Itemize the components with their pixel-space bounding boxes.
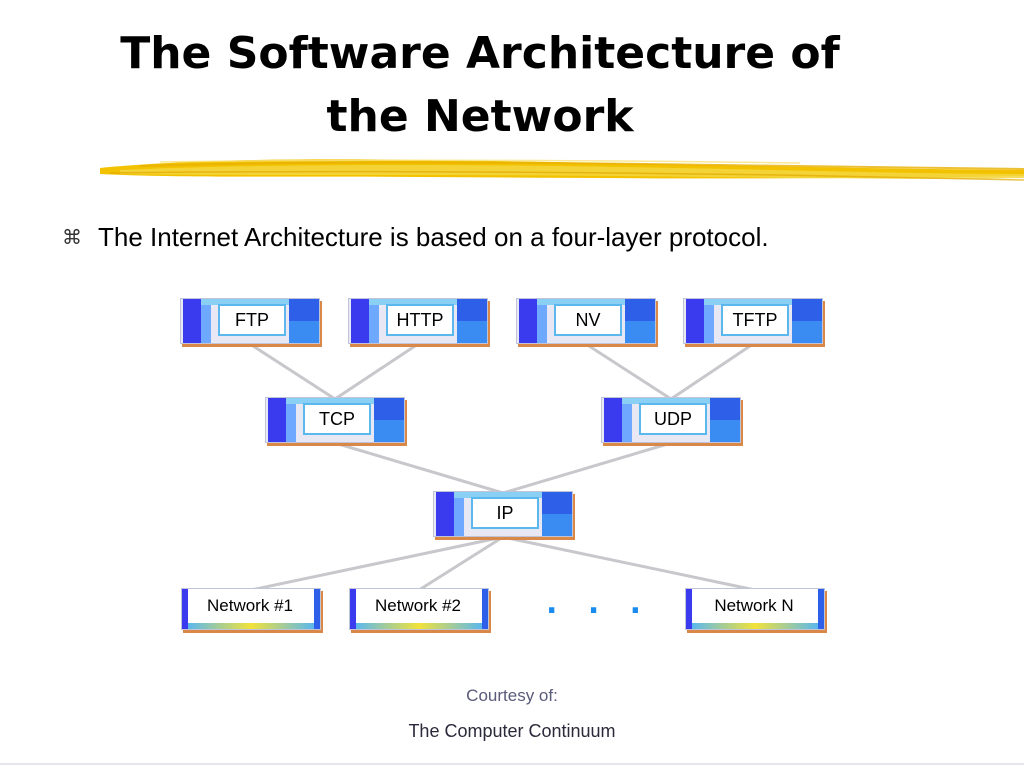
protocol-node-nv: NV [516,298,658,347]
network-node-n: Network N [685,588,827,633]
connector-ftp-tcp [249,342,336,401]
connector-nv-udp [585,342,672,401]
bullet-text: The Internet Architecture is based on a … [98,221,769,252]
protocol-label: IP [471,497,539,529]
more-networks-ellipsis: . . . [546,586,652,621]
protocol-label: HTTP [386,304,454,336]
protocol-label: FTP [218,304,286,336]
bullet-item: ⌘ The Internet Architecture is based on … [62,219,769,255]
protocol-node-ftp: FTP [180,298,322,347]
diagram-connectors [249,342,756,592]
title-underline-brush-stroke [100,159,1024,181]
network-node-2: Network #2 [349,588,491,633]
slide-title-line-2: the Network [326,91,634,142]
protocol-label: TCP [303,403,371,435]
connector-tftp-udp [670,342,754,401]
connector-ip-net2 [418,535,504,592]
network-label: Network #2 [375,596,461,615]
command-bullet-icon: ⌘ [62,225,82,249]
protocol-label: NV [554,304,622,336]
footer-divider [0,763,1024,765]
connector-ip-net1 [250,535,504,592]
connector-http-tcp [334,342,419,401]
connector-udp-ip [502,441,672,495]
credit-heading: Courtesy of: [466,686,558,705]
connector-tcp-ip [334,441,504,495]
slide-title-line-1: The Software Architecture of [120,28,840,79]
network-label: Network #1 [207,596,293,615]
protocol-node-tftp: TFTP [683,298,825,347]
network-node-1: Network #1 [181,588,323,633]
protocol-node-udp: UDP [601,397,743,446]
protocol-node-tcp: TCP [265,397,407,446]
protocol-label: UDP [639,403,707,435]
protocol-label: TFTP [721,304,789,336]
protocol-node-http: HTTP [348,298,490,347]
network-label: Network N [714,596,794,615]
protocol-node-ip: IP [433,491,575,540]
credit-source: The Computer Continuum [408,721,616,741]
connector-ip-netn [502,535,756,592]
